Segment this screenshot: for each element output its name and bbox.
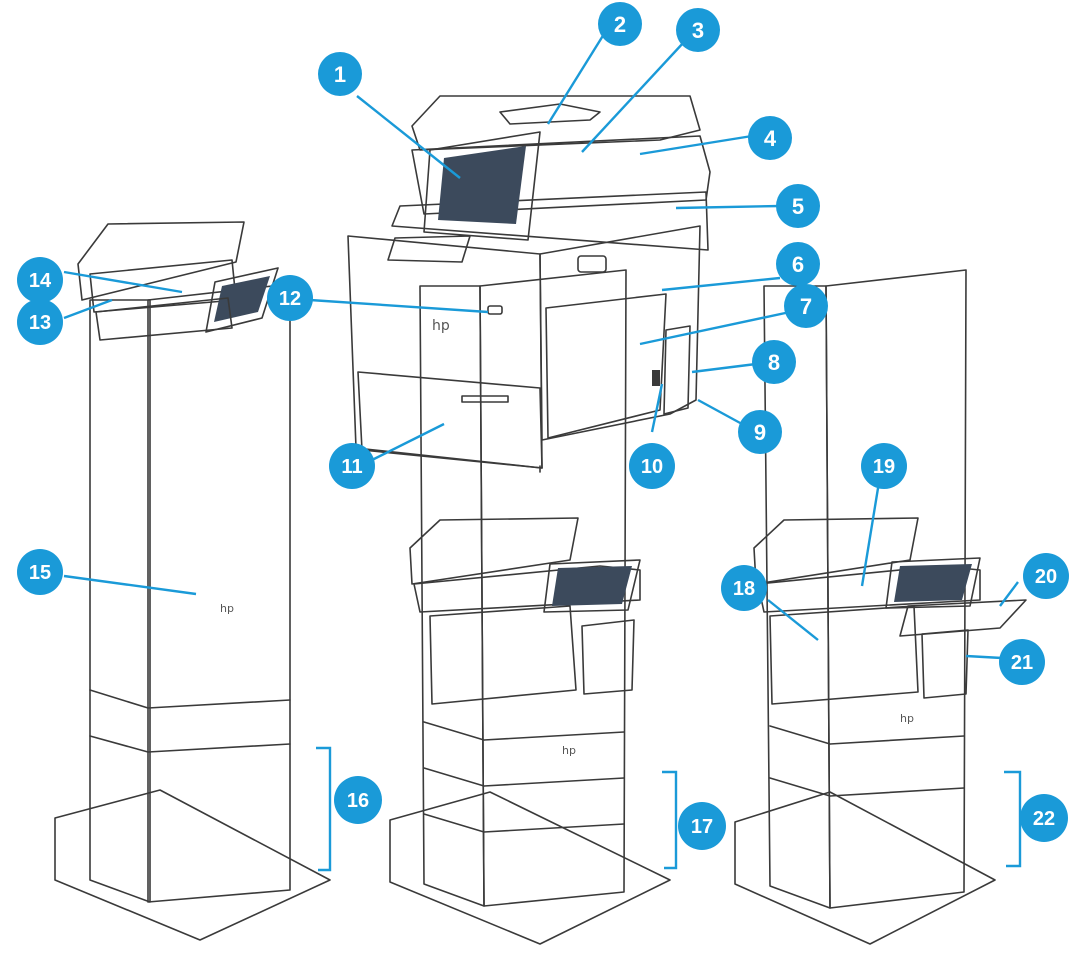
callout-5: 5 — [776, 184, 820, 228]
svg-text:16: 16 — [347, 790, 369, 812]
callout-17: 17 — [678, 802, 726, 850]
svg-text:22: 22 — [1033, 808, 1055, 830]
callout-22: 22 — [1020, 794, 1068, 842]
callout-14: 14 — [17, 257, 63, 303]
svg-text:17: 17 — [691, 816, 713, 838]
callout-21: 21 — [999, 639, 1045, 685]
callout-13: 13 — [17, 299, 63, 345]
svg-text:14: 14 — [29, 270, 52, 292]
svg-text:3: 3 — [692, 18, 704, 43]
svg-text:4: 4 — [764, 126, 777, 151]
callout-6: 6 — [776, 242, 820, 286]
svg-text:19: 19 — [873, 456, 895, 478]
callout-8: 8 — [752, 340, 796, 384]
callout-1: 1 — [318, 52, 362, 96]
svg-text:20: 20 — [1035, 566, 1057, 588]
svg-text:5: 5 — [792, 194, 804, 219]
svg-text:7: 7 — [800, 294, 812, 319]
hp-logo: hp — [220, 602, 234, 615]
hp-logo: hp — [432, 318, 450, 334]
leader-lines — [63, 33, 1022, 872]
hp-logo: hp — [900, 712, 914, 725]
callout-20: 20 — [1023, 553, 1069, 599]
printer-bottom-center: hp — [389, 269, 671, 945]
callout-12: 12 — [267, 275, 313, 321]
svg-text:12: 12 — [279, 288, 301, 310]
svg-text:2: 2 — [614, 12, 626, 37]
callout-15: 15 — [17, 549, 63, 595]
svg-text:15: 15 — [29, 562, 51, 584]
svg-text:21: 21 — [1011, 652, 1033, 674]
printer-bottom-left: hp — [54, 221, 331, 941]
svg-text:10: 10 — [641, 456, 663, 478]
callout-9: 9 — [738, 410, 782, 454]
callout-16: 16 — [334, 776, 382, 824]
callout-3: 3 — [676, 8, 720, 52]
callout-11: 11 — [329, 443, 375, 489]
callout-19: 19 — [861, 443, 907, 489]
svg-text:8: 8 — [768, 350, 780, 375]
callout-2: 2 — [598, 2, 642, 46]
svg-text:6: 6 — [792, 252, 804, 277]
callout-7: 7 — [784, 284, 828, 328]
svg-text:1: 1 — [334, 62, 346, 87]
callouts: 1 2 3 4 5 6 7 8 9 10 11 12 13 14 15 16 1… — [17, 2, 1069, 850]
svg-text:18: 18 — [733, 578, 755, 600]
callout-18: 18 — [721, 565, 767, 611]
hp-logo: hp — [562, 744, 576, 757]
svg-text:11: 11 — [341, 456, 362, 478]
svg-text:9: 9 — [754, 420, 766, 445]
callout-10: 10 — [629, 443, 675, 489]
svg-text:13: 13 — [29, 312, 51, 334]
callout-4: 4 — [748, 116, 792, 160]
